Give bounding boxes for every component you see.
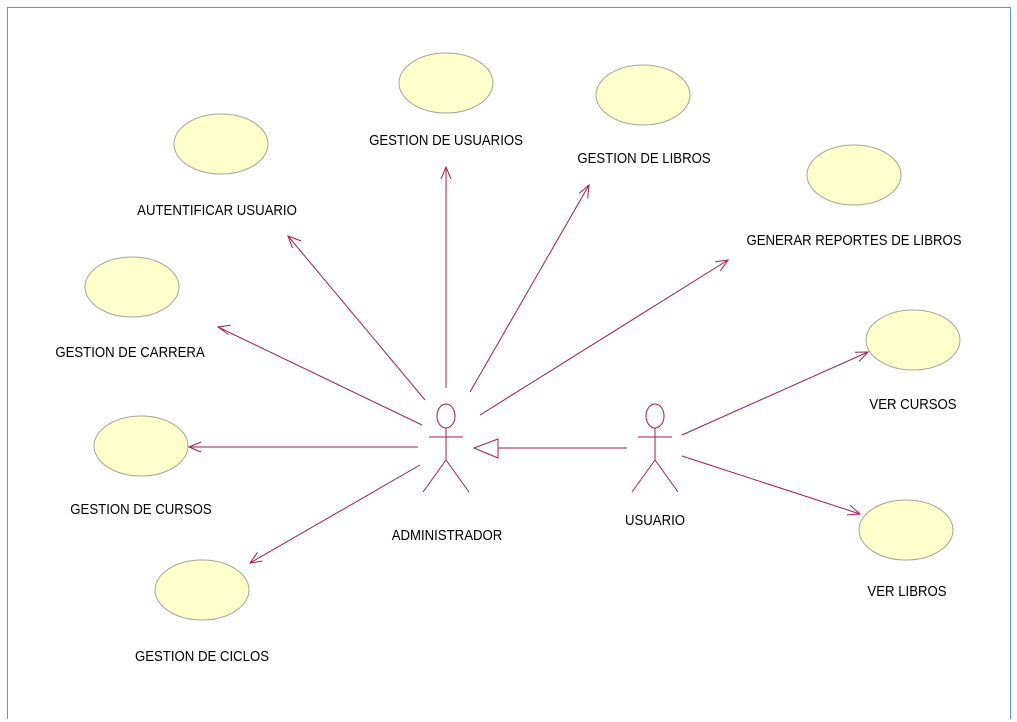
edge-admin-gestion-carrera[interactable] (216, 324, 423, 426)
actor-label: ADMINISTRADOR (392, 526, 503, 543)
use-case-label: GESTION DE USUARIOS (369, 131, 523, 148)
use-case-gestion-de-ciclos[interactable]: GESTION DE CICLOS (135, 559, 269, 664)
use-case-ver-libros[interactable]: VER LIBROS (858, 499, 954, 599)
use-case-label: GESTION DE CICLOS (135, 647, 269, 664)
stick-figure-icon (631, 403, 679, 493)
use-case-gestion-de-carrera[interactable]: GESTION DE CARRERA (55, 256, 205, 360)
diagram-frame (7, 7, 1011, 719)
use-case-ellipse (595, 64, 691, 126)
admin-associations (187, 165, 730, 564)
use-case-ellipse (865, 309, 961, 371)
edge-admin-gestion-cursos[interactable] (187, 441, 418, 453)
use-case-label: AUTENTIFICAR USUARIO (137, 201, 297, 218)
use-case-label: VER CURSOS (869, 395, 956, 412)
use-case-label: GESTION DE CARRERA (55, 343, 205, 360)
use-case-ellipse (858, 499, 954, 561)
edge-user-ver-libros[interactable] (681, 455, 862, 516)
edge-admin-gestion-ciclos[interactable] (248, 464, 421, 564)
use-case-ellipse (173, 113, 269, 175)
actor-administrador[interactable]: ADMINISTRADOR (392, 403, 503, 543)
edge-admin-gestion-libros[interactable] (469, 183, 590, 393)
edge-admin-autentificar[interactable] (287, 235, 426, 401)
use-case-autentificar-usuario[interactable]: AUTENTIFICAR USUARIO (137, 113, 297, 218)
use-case-label: GESTION DE CURSOS (70, 500, 211, 517)
edge-admin-gestion-usuarios[interactable] (440, 165, 452, 388)
use-case-label: GESTION DE LIBROS (577, 149, 710, 166)
use-case-generar-reportes-de-libros[interactable]: GENERAR REPORTES DE LIBROS (746, 144, 962, 248)
use-case-label: VER LIBROS (867, 582, 946, 599)
use-case-ver-cursos[interactable]: VER CURSOS (865, 309, 961, 412)
generalization-usuario-administrador[interactable] (472, 438, 627, 459)
user-associations (681, 351, 870, 516)
use-case-ellipse (84, 256, 180, 318)
use-case-ellipse (398, 52, 494, 114)
use-case-gestion-de-cursos[interactable]: GESTION DE CURSOS (70, 415, 212, 517)
use-case-label: GENERAR REPORTES DE LIBROS (746, 231, 961, 248)
use-case-gestion-de-usuarios[interactable]: GESTION DE USUARIOS (369, 52, 523, 148)
use-case-ellipse (154, 559, 250, 621)
actor-usuario[interactable]: USUARIO (625, 403, 685, 528)
actor-label: USUARIO (625, 511, 685, 528)
edge-admin-generar-reportes[interactable] (479, 259, 730, 416)
edge-user-ver-cursos[interactable] (681, 351, 870, 436)
stick-figure-icon (422, 403, 470, 493)
use-case-ellipse (93, 415, 189, 477)
use-case-ellipse (806, 144, 902, 206)
use-case-gestion-de-libros[interactable]: GESTION DE LIBROS (577, 64, 711, 166)
